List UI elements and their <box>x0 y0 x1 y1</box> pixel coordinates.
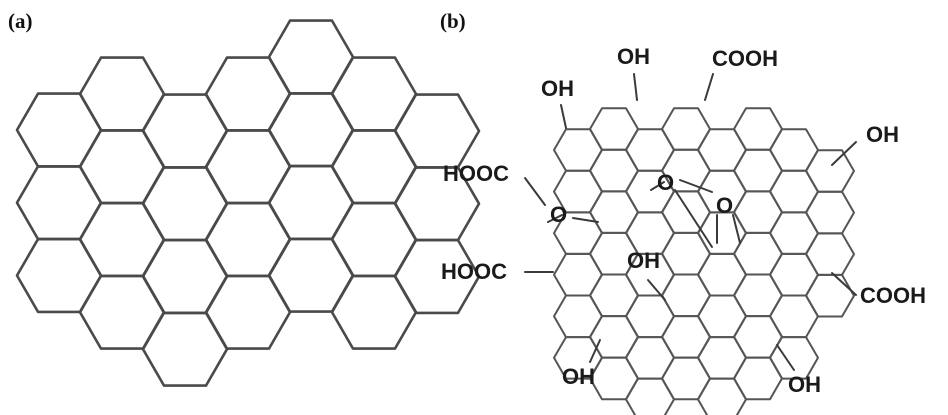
bond-epoxy-center-b <box>679 179 713 193</box>
bond-cooh-right <box>831 272 857 296</box>
bond-oh-bottom-left <box>589 339 601 363</box>
label-o-right: O <box>716 193 733 218</box>
bond-oh-right <box>831 141 857 166</box>
functional-group-bonds <box>524 73 857 371</box>
graphene-oxide-hexagon <box>769 336 819 380</box>
panel-a-label: (a) <box>8 9 33 33</box>
label-oh-top-mid: OH <box>617 44 650 69</box>
panel-a-graphene: (a) <box>8 9 481 387</box>
label-oh-right: OH <box>866 122 899 147</box>
bond-oh-top-mid <box>633 73 638 101</box>
bond-oh-bottom-right <box>776 344 795 371</box>
graphene-oxide-lattice <box>553 107 855 415</box>
graphene-oxide-hexagon <box>805 273 855 318</box>
panel-b-label: (b) <box>440 9 466 33</box>
label-oh-bottom-left: OH <box>562 364 595 389</box>
label-o-left: O <box>550 202 567 227</box>
label-oh-top-left: OH <box>541 76 574 101</box>
bond-oh-center <box>647 279 666 301</box>
label-hooc-upper: HOOC <box>443 161 509 186</box>
bond-cooh-top <box>704 73 714 101</box>
bond-epoxy-left-b <box>572 217 599 223</box>
bond-epoxy-left-a <box>547 214 563 223</box>
bond-epoxy-center-a <box>650 181 665 191</box>
panel-b-graphene-oxide: (b) OH OH COOH OH <box>440 9 926 415</box>
graphene-lattice <box>15 19 481 387</box>
label-cooh-right: COOH <box>860 283 926 308</box>
label-hooc-lower: HOOC <box>441 259 507 284</box>
functional-group-labels: OH OH COOH OH HOOC O O O HOOC OH COOH OH… <box>441 44 926 397</box>
label-oh-center: OH <box>627 248 660 273</box>
graphene-hexagon <box>393 238 481 315</box>
bond-epoxy-center-c <box>674 189 713 248</box>
label-oh-bottom-right: OH <box>788 372 821 397</box>
bond-hooc-upper <box>524 177 546 206</box>
bond-epoxy-right-b <box>732 214 741 244</box>
label-cooh-top: COOH <box>712 46 778 71</box>
bond-oh-top-left <box>560 104 567 129</box>
label-o-center: O <box>657 170 674 195</box>
